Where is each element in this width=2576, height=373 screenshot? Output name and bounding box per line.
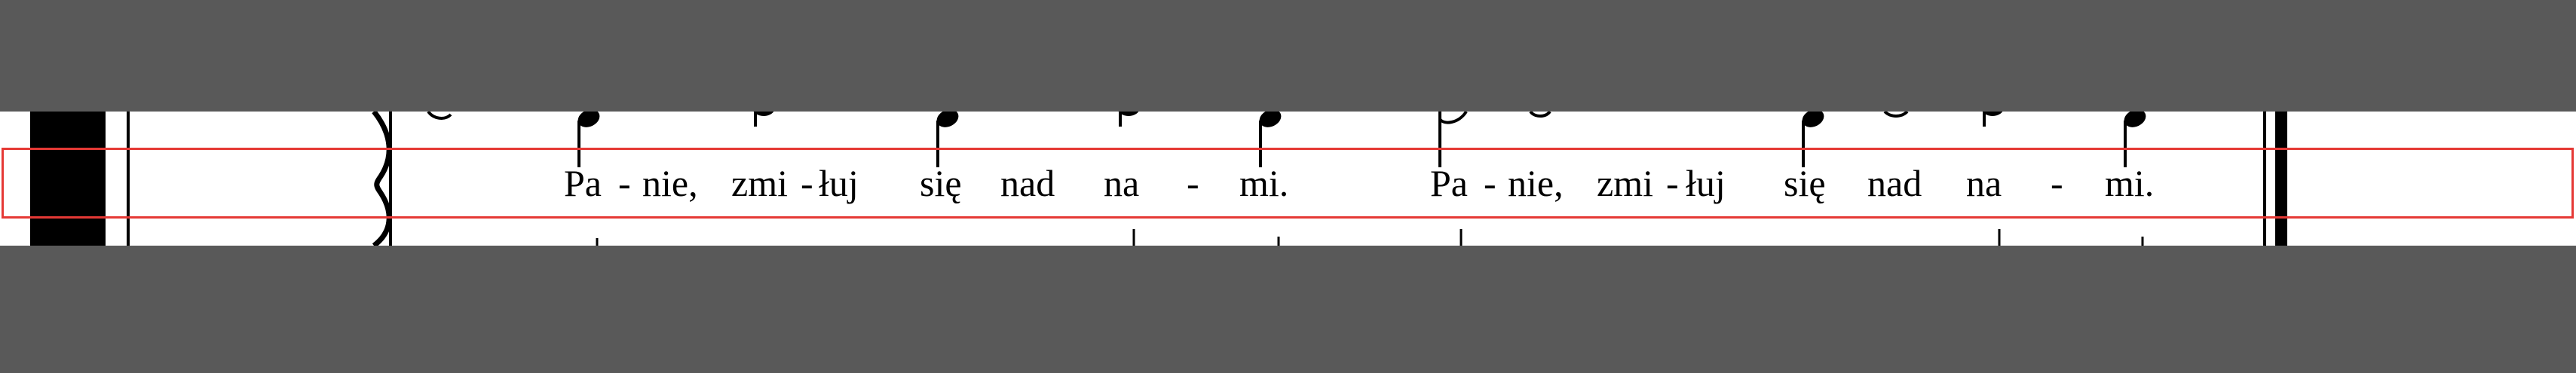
lyric-syllable: mi. bbox=[1239, 162, 1289, 204]
lyric-syllable: mi. bbox=[2105, 162, 2155, 204]
lyric-syllable: łuj bbox=[819, 162, 859, 204]
note-head bbox=[2124, 112, 2146, 127]
tie-fragment bbox=[1529, 112, 1551, 118]
note-head bbox=[577, 112, 600, 127]
lyric-hyphen: - bbox=[618, 162, 631, 204]
lyric-syllable: zmi bbox=[731, 162, 788, 204]
lyric-syllable: łuj bbox=[1686, 162, 1726, 204]
lyric-syllable: się bbox=[920, 162, 962, 204]
note-tail bbox=[1438, 112, 1468, 124]
lyric-syllable: na bbox=[1104, 162, 1140, 204]
tie-fragment bbox=[1883, 112, 1909, 118]
lyric-syllable: Pa bbox=[564, 162, 602, 204]
lyric-hyphen: - bbox=[1666, 162, 1679, 204]
clef-fragment bbox=[427, 112, 452, 120]
sheet-music-strip: Pa - nie, zmi - łuj się nad na - mi. Pa … bbox=[0, 112, 2576, 246]
lyric-syllable: zmi bbox=[1597, 162, 1653, 204]
lyric-hyphen: - bbox=[1484, 162, 1496, 204]
note-head bbox=[753, 112, 774, 116]
thick-barline-right bbox=[2275, 112, 2287, 246]
thick-barline-left bbox=[30, 112, 106, 246]
note-head bbox=[1259, 112, 1282, 127]
note-head bbox=[1802, 112, 1824, 127]
note-head bbox=[1982, 112, 2003, 116]
note-head bbox=[1118, 112, 1139, 116]
notes-phrase-1 bbox=[577, 112, 1282, 167]
lyric-syllable: nad bbox=[1000, 162, 1055, 204]
lyric-hyphen: - bbox=[2051, 162, 2063, 204]
lyric-hyphen: - bbox=[801, 162, 813, 204]
lyric-syllable: nie, bbox=[642, 162, 698, 204]
lyric-syllable: Pa bbox=[1430, 162, 1468, 204]
lyric-syllable: nad bbox=[1867, 162, 1922, 204]
lyric-syllable: na bbox=[1966, 162, 2002, 204]
notation-graphics bbox=[30, 112, 2287, 246]
lyric-hyphen: - bbox=[1187, 162, 1199, 204]
note-head bbox=[936, 112, 959, 127]
lower-staff-stems bbox=[596, 229, 2144, 246]
lyric-syllable: nie, bbox=[1508, 162, 1564, 204]
notes-phrase-2 bbox=[1438, 112, 2146, 167]
system-brace bbox=[372, 112, 392, 246]
lyric-syllable: się bbox=[1784, 162, 1826, 204]
